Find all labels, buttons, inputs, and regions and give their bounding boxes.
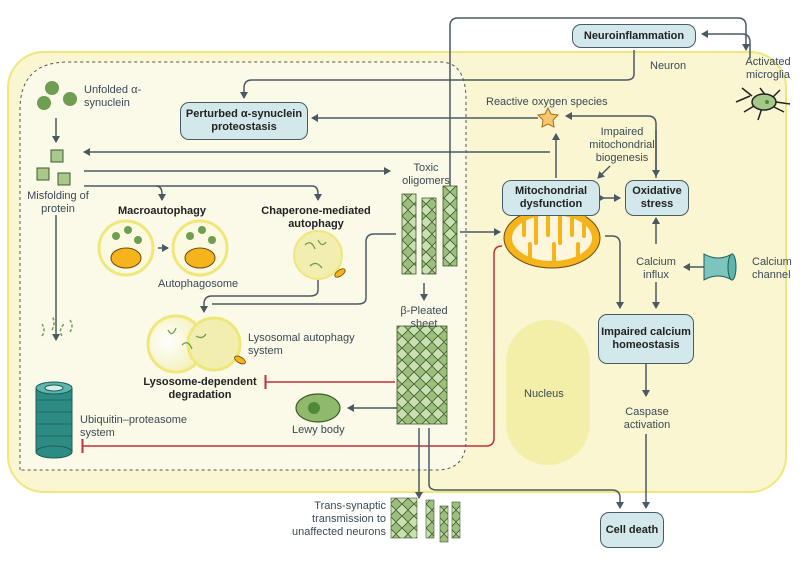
beta-sheet-icon — [396, 325, 448, 425]
toxic-oligomers-icon — [401, 185, 458, 275]
lysosomal-system-label: Lysosomal autophagy system — [248, 332, 355, 357]
mito-dysfunction-box: Mitochondrial dysfunction — [502, 180, 600, 216]
lewy-body-icon — [295, 393, 341, 423]
autophagosome — [171, 219, 229, 277]
neuron-label: Neuron — [650, 60, 687, 72]
misfolded-protein-icon — [36, 149, 71, 186]
misfolding-label: Misfolding of protein — [27, 190, 89, 215]
impaired-calcium-box: Impaired calcium homeostasis — [598, 314, 694, 364]
trans-synaptic-label: Trans-synaptic transmission to unaffecte… — [292, 500, 386, 538]
autophagosome-label: Autophagosome — [158, 278, 239, 290]
ros-star-icon — [536, 106, 560, 128]
ros-label: Reactive oxygen species — [486, 96, 608, 108]
unfolded-label: Unfolded α-synuclein — [84, 84, 142, 109]
oxidative-stress-box: Oxidative stress — [625, 180, 689, 216]
activated-microglia-label: Activated microglia — [745, 56, 791, 81]
perturbed-proteostasis-box: Perturbed α-synuclein proteostasis — [180, 102, 308, 140]
lysosome-degradation-label: Lysosome-dependent degradation — [143, 376, 257, 401]
calcium-influx-label: Calcium influx — [636, 256, 676, 281]
microglia-icon — [735, 87, 791, 121]
ups-label: Ubiquitin–proteasome system — [80, 414, 188, 439]
mitochondrion-icon — [503, 207, 601, 269]
calcium-channel-label: Calcium channel — [752, 256, 792, 281]
macroautophagy-label: Macroautophagy — [118, 205, 207, 217]
unfolded-synuclein-icon — [37, 81, 77, 110]
neuroinflammation-box: Neuroinflammation — [572, 24, 696, 48]
chaperone-label: Chaperone-mediated autophagy — [261, 205, 371, 230]
nucleus-label: Nucleus — [524, 388, 564, 400]
lewy-body-label: Lewy body — [292, 424, 345, 436]
trans-synaptic-fibrils-icon — [390, 497, 461, 543]
lysosome — [146, 314, 246, 374]
chaperone-vesicle — [293, 230, 346, 280]
proteasome-icon — [35, 315, 73, 459]
toxic-oligomers-label: Toxic oligomers — [402, 162, 450, 187]
cell-death-box: Cell death — [600, 512, 664, 548]
calcium-channel-icon — [703, 253, 737, 281]
beta-sheet-label: β-Pleated sheet — [400, 305, 448, 330]
nucleus — [506, 320, 590, 465]
cytoplasm-dashed-region — [19, 61, 467, 471]
caspase-label: Caspase activation — [623, 406, 671, 431]
impaired-biogenesis-label: Impaired mitochondrial biogenesis — [589, 126, 655, 164]
macroautophagy-vesicle — [97, 219, 155, 277]
